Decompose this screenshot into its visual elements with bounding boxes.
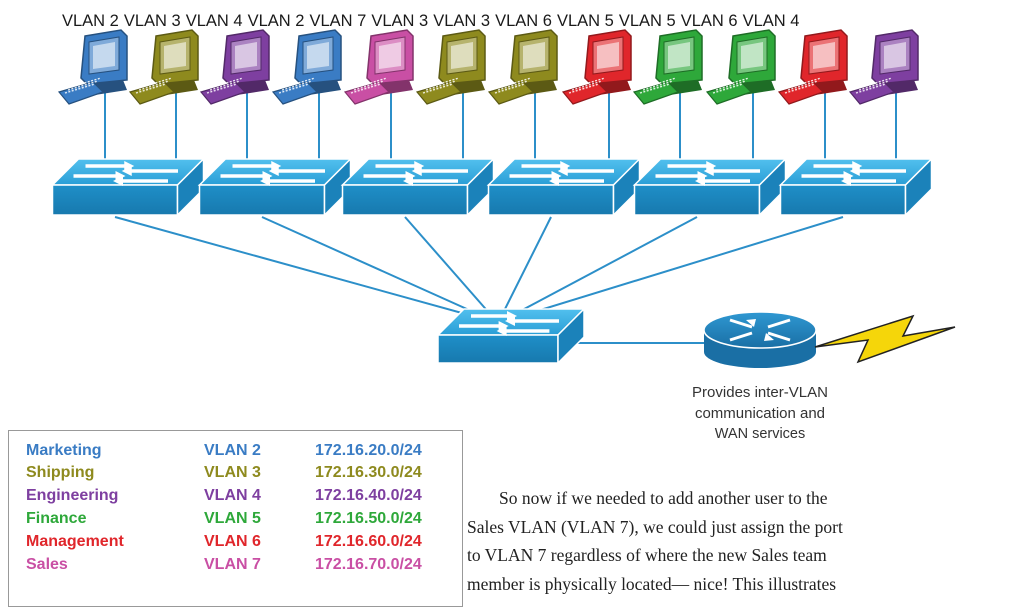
body-text-line: So now if we needed to add another user … [499, 488, 828, 508]
workstation-icon [777, 29, 848, 105]
legend-vlan: VLAN 7 [204, 556, 261, 573]
workstation-icon [848, 29, 919, 105]
router-caption-line: WAN services [714, 426, 806, 442]
switch-icon [486, 157, 642, 217]
legend-department: Shipping [26, 464, 95, 481]
vlan-label: VLAN 3 [371, 12, 429, 30]
vlan-label: VLAN 3 [123, 12, 181, 30]
legend-department: Finance [26, 510, 87, 527]
vlan-label: VLAN 2 [247, 12, 305, 30]
legend-department: Engineering [26, 487, 119, 504]
body-paragraph: So now if we needed to add another user … [467, 484, 1019, 598]
workstation-icon [128, 29, 199, 105]
switch-icon [778, 157, 934, 217]
vlan-label: VLAN 4 [742, 12, 800, 30]
legend-subnet: 172.16.70.0/24 [315, 556, 422, 573]
legend-department: Sales [26, 556, 68, 573]
legend-subnet: 172.16.60.0/24 [315, 533, 422, 550]
vlan-label: VLAN 2 [62, 12, 119, 30]
router-caption: Provides inter-VLAN communication and WA… [660, 382, 860, 445]
body-text-line: member is physically located— nice! This… [467, 573, 837, 594]
trunk-links [114, 216, 844, 344]
legend-vlan: VLAN 4 [204, 487, 261, 504]
core-switch [436, 307, 586, 365]
router-caption-line: Provides inter-VLAN [692, 384, 828, 401]
router [703, 311, 956, 368]
legend-subnet: 172.16.30.0/24 [315, 464, 422, 481]
workstations [57, 29, 919, 105]
switch-icon [340, 157, 496, 217]
legend-vlan: VLAN 3 [204, 464, 261, 481]
vlan-label: VLAN 5 [618, 12, 676, 30]
workstation-icon [632, 29, 703, 105]
workstation-icon [415, 29, 486, 105]
body-text-line: Sales VLAN (VLAN 7), we could just assig… [467, 516, 843, 537]
router-caption-line: communication and [694, 405, 826, 422]
legend-vlan: VLAN 6 [204, 533, 261, 550]
access-switches [50, 157, 934, 217]
body-text-line: to VLAN 7 regardless of where the new Sa… [467, 545, 827, 565]
vlan-label: VLAN 6 [495, 12, 552, 30]
wan-link-icon [814, 314, 956, 364]
workstation-icon [57, 29, 128, 105]
switch-icon [632, 157, 788, 217]
workstation-icon [705, 29, 776, 105]
workstation-icon [561, 29, 632, 105]
switch-icon [50, 157, 206, 217]
core-switch-icon [436, 307, 586, 365]
workstation-icon [199, 29, 270, 105]
workstation-icon [487, 29, 558, 105]
legend-department: Management [26, 533, 124, 550]
legend-department: Marketing [26, 442, 102, 459]
vlan-label: VLAN 5 [557, 12, 614, 30]
legend-subnet: 172.16.50.0/24 [315, 510, 422, 527]
legend-vlan: VLAN 5 [204, 510, 261, 527]
legend-subnet: 172.16.40.0/24 [315, 487, 422, 504]
workstation-icon [271, 29, 342, 105]
vlan-legend-table: Marketing VLAN 2 172.16.20.0/24 Shipping… [8, 430, 463, 607]
legend-subnet: 172.16.20.0/24 [315, 442, 422, 459]
vlan-label: VLAN 7 [309, 12, 367, 30]
vlan-label: VLAN 4 [185, 12, 243, 30]
vlan-label: VLAN 6 [680, 12, 738, 30]
workstation-icon [343, 29, 414, 105]
legend-vlan: VLAN 2 [204, 442, 261, 459]
router-icon [703, 311, 817, 349]
switch-icon [197, 157, 353, 217]
vlan-label: VLAN 3 [433, 12, 491, 30]
